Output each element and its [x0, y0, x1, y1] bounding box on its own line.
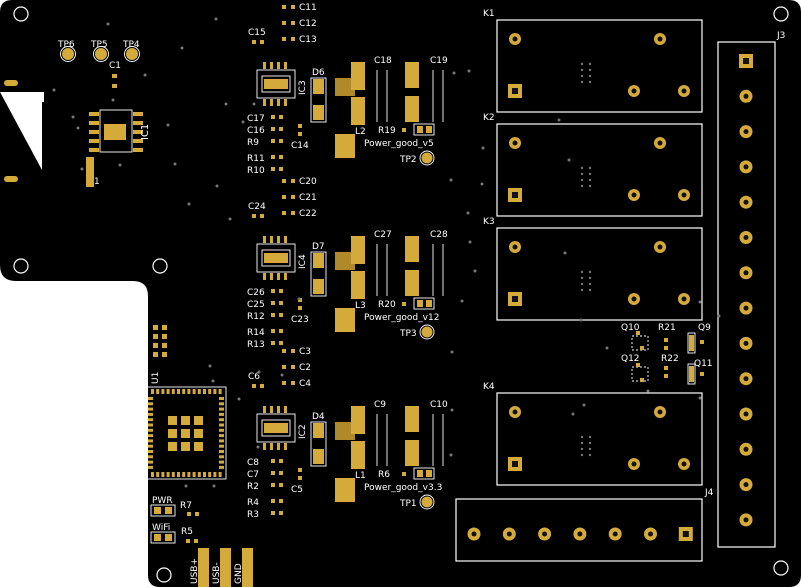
reg-cap-top-label: C4 [299, 379, 311, 389]
usb-plus-label: USB+ [190, 558, 200, 584]
reg-cap-top-label: C20 [299, 177, 317, 187]
reg-tp-label: TP3 [399, 329, 417, 339]
reg-cap-top-label: C13 [299, 35, 317, 45]
q10-label: Q10 [621, 323, 640, 333]
connector-j3: J3 [717, 31, 785, 548]
q11-label: Q11 [694, 359, 713, 369]
reg-cbig2-label: C28 [430, 230, 448, 240]
usb-gnd-label: GND [234, 563, 244, 584]
reg-left-col-label: C16 [247, 126, 265, 136]
j4-label: J4 [704, 488, 714, 498]
reg-c-left-label: C6 [248, 372, 260, 382]
reg-ic-label: IC4 [298, 254, 308, 269]
usb-pads: USB+ USB- GND [190, 548, 253, 587]
reg-diode-label: D4 [312, 412, 325, 422]
j3-label: J3 [776, 31, 785, 41]
reg-ic-label: IC3 [298, 80, 308, 95]
relay-label: K2 [483, 113, 495, 123]
ic1-label: IC1 [140, 124, 151, 140]
reg-cbig1-label: C18 [374, 56, 392, 66]
reg-cbig2-label: C10 [430, 400, 448, 410]
mounting-holes [13, 6, 789, 583]
reg-pg-label: Power_good_v12 [364, 313, 439, 323]
reg-diode-label: D6 [312, 68, 325, 78]
c1-label: C1 [109, 61, 121, 71]
reg-cmid-label: C5 [291, 485, 303, 495]
tp6-label: TP6 [57, 40, 75, 50]
reg-pg-label: Power_good_v5 [364, 139, 434, 149]
reg-c-left-label: C24 [248, 202, 266, 212]
reg-tp-label: TP2 [399, 155, 417, 165]
reg-left-col-label: R4 [247, 498, 259, 508]
reg-rled-label: R19 [378, 126, 396, 136]
reg-left-col-label: C25 [247, 300, 265, 310]
reg-cbig2-label: C19 [430, 56, 448, 66]
r22-label: R22 [661, 354, 679, 364]
status-leds: PWR R7 WiFi R5 [150, 496, 199, 544]
reg-left-col-label: R10 [247, 166, 265, 176]
reg-tp-label: TP1 [399, 499, 417, 509]
reg-left-col-label: R9 [247, 138, 259, 148]
r7-label: R7 [180, 501, 192, 511]
reg-cmid-label: C23 [291, 315, 309, 325]
reg-cap-top-label: C11 [299, 3, 317, 13]
wifi-label: WiFi [152, 523, 170, 533]
module-u1: U1 [145, 325, 227, 480]
reg-cbig1-label: C9 [374, 400, 386, 410]
reg-left-col-label: R11 [247, 154, 265, 164]
q9-label: Q9 [698, 323, 711, 333]
ic1-pin1: 1 [94, 177, 100, 187]
reg-rled-label: R20 [378, 300, 396, 310]
reg-pg-label: Power_good_v3.3 [364, 483, 442, 493]
relay-k3: K3 [483, 217, 703, 321]
reg-left-col-label: R12 [247, 312, 265, 322]
relay-k1: K1 [483, 9, 703, 113]
q12-label: Q12 [621, 354, 640, 364]
reg-cap-top-label: C12 [299, 19, 317, 29]
transistor-area: Q10 R21 Q9 Q12 R22 Q11 [621, 323, 713, 385]
reg-ic-label: IC2 [298, 424, 308, 439]
reg-inductor-label: L1 [355, 471, 366, 481]
reg-cap-top-label: C2 [299, 363, 311, 373]
reg-cap-top-label: C3 [299, 347, 311, 357]
relay-label: K4 [483, 382, 495, 392]
tp5-label: TP5 [90, 40, 108, 50]
r5-label: R5 [181, 527, 193, 537]
pwr-label: PWR [152, 496, 173, 506]
reg-cmid-label: C14 [291, 141, 309, 151]
reg-left-col-label: R3 [247, 510, 259, 520]
vias [52, 17, 721, 488]
relay-label: K1 [483, 9, 495, 19]
reg-cbig1-label: C27 [374, 230, 392, 240]
reg-left-col-label: C8 [247, 458, 259, 468]
reg-left-col-label: C7 [247, 470, 259, 480]
reg-left-col-label: R14 [247, 328, 265, 338]
reg-diode-label: D7 [312, 242, 325, 252]
reg-left-col-label: R2 [247, 482, 259, 492]
usb-minus-label: USB- [212, 562, 222, 584]
r21-label: R21 [658, 323, 676, 333]
connector-j4: J4 [455, 488, 714, 562]
u1-label: U1 [151, 372, 161, 384]
reg-cap-top-label: C21 [299, 193, 317, 203]
reg-c-left-label: C15 [248, 28, 266, 38]
reg-left-col-label: R13 [247, 340, 265, 350]
reg-left-col-label: C17 [247, 114, 265, 124]
reg-left-col-label: C26 [247, 288, 265, 298]
reg-inductor-label: L3 [355, 301, 366, 311]
reg-cap-top-label: C22 [299, 209, 317, 219]
ic1-footprint: C1 IC1 1 [86, 61, 151, 187]
relay-k4: K4 [483, 382, 703, 486]
relay-k2: K2 [483, 113, 703, 217]
relay-label: K3 [483, 217, 495, 227]
test-points-top: TP6 TP5 TP4 [57, 40, 140, 62]
reg-rled-label: R6 [378, 470, 390, 480]
tp4-label: TP4 [122, 40, 140, 50]
reg-inductor-label: L2 [355, 127, 366, 137]
